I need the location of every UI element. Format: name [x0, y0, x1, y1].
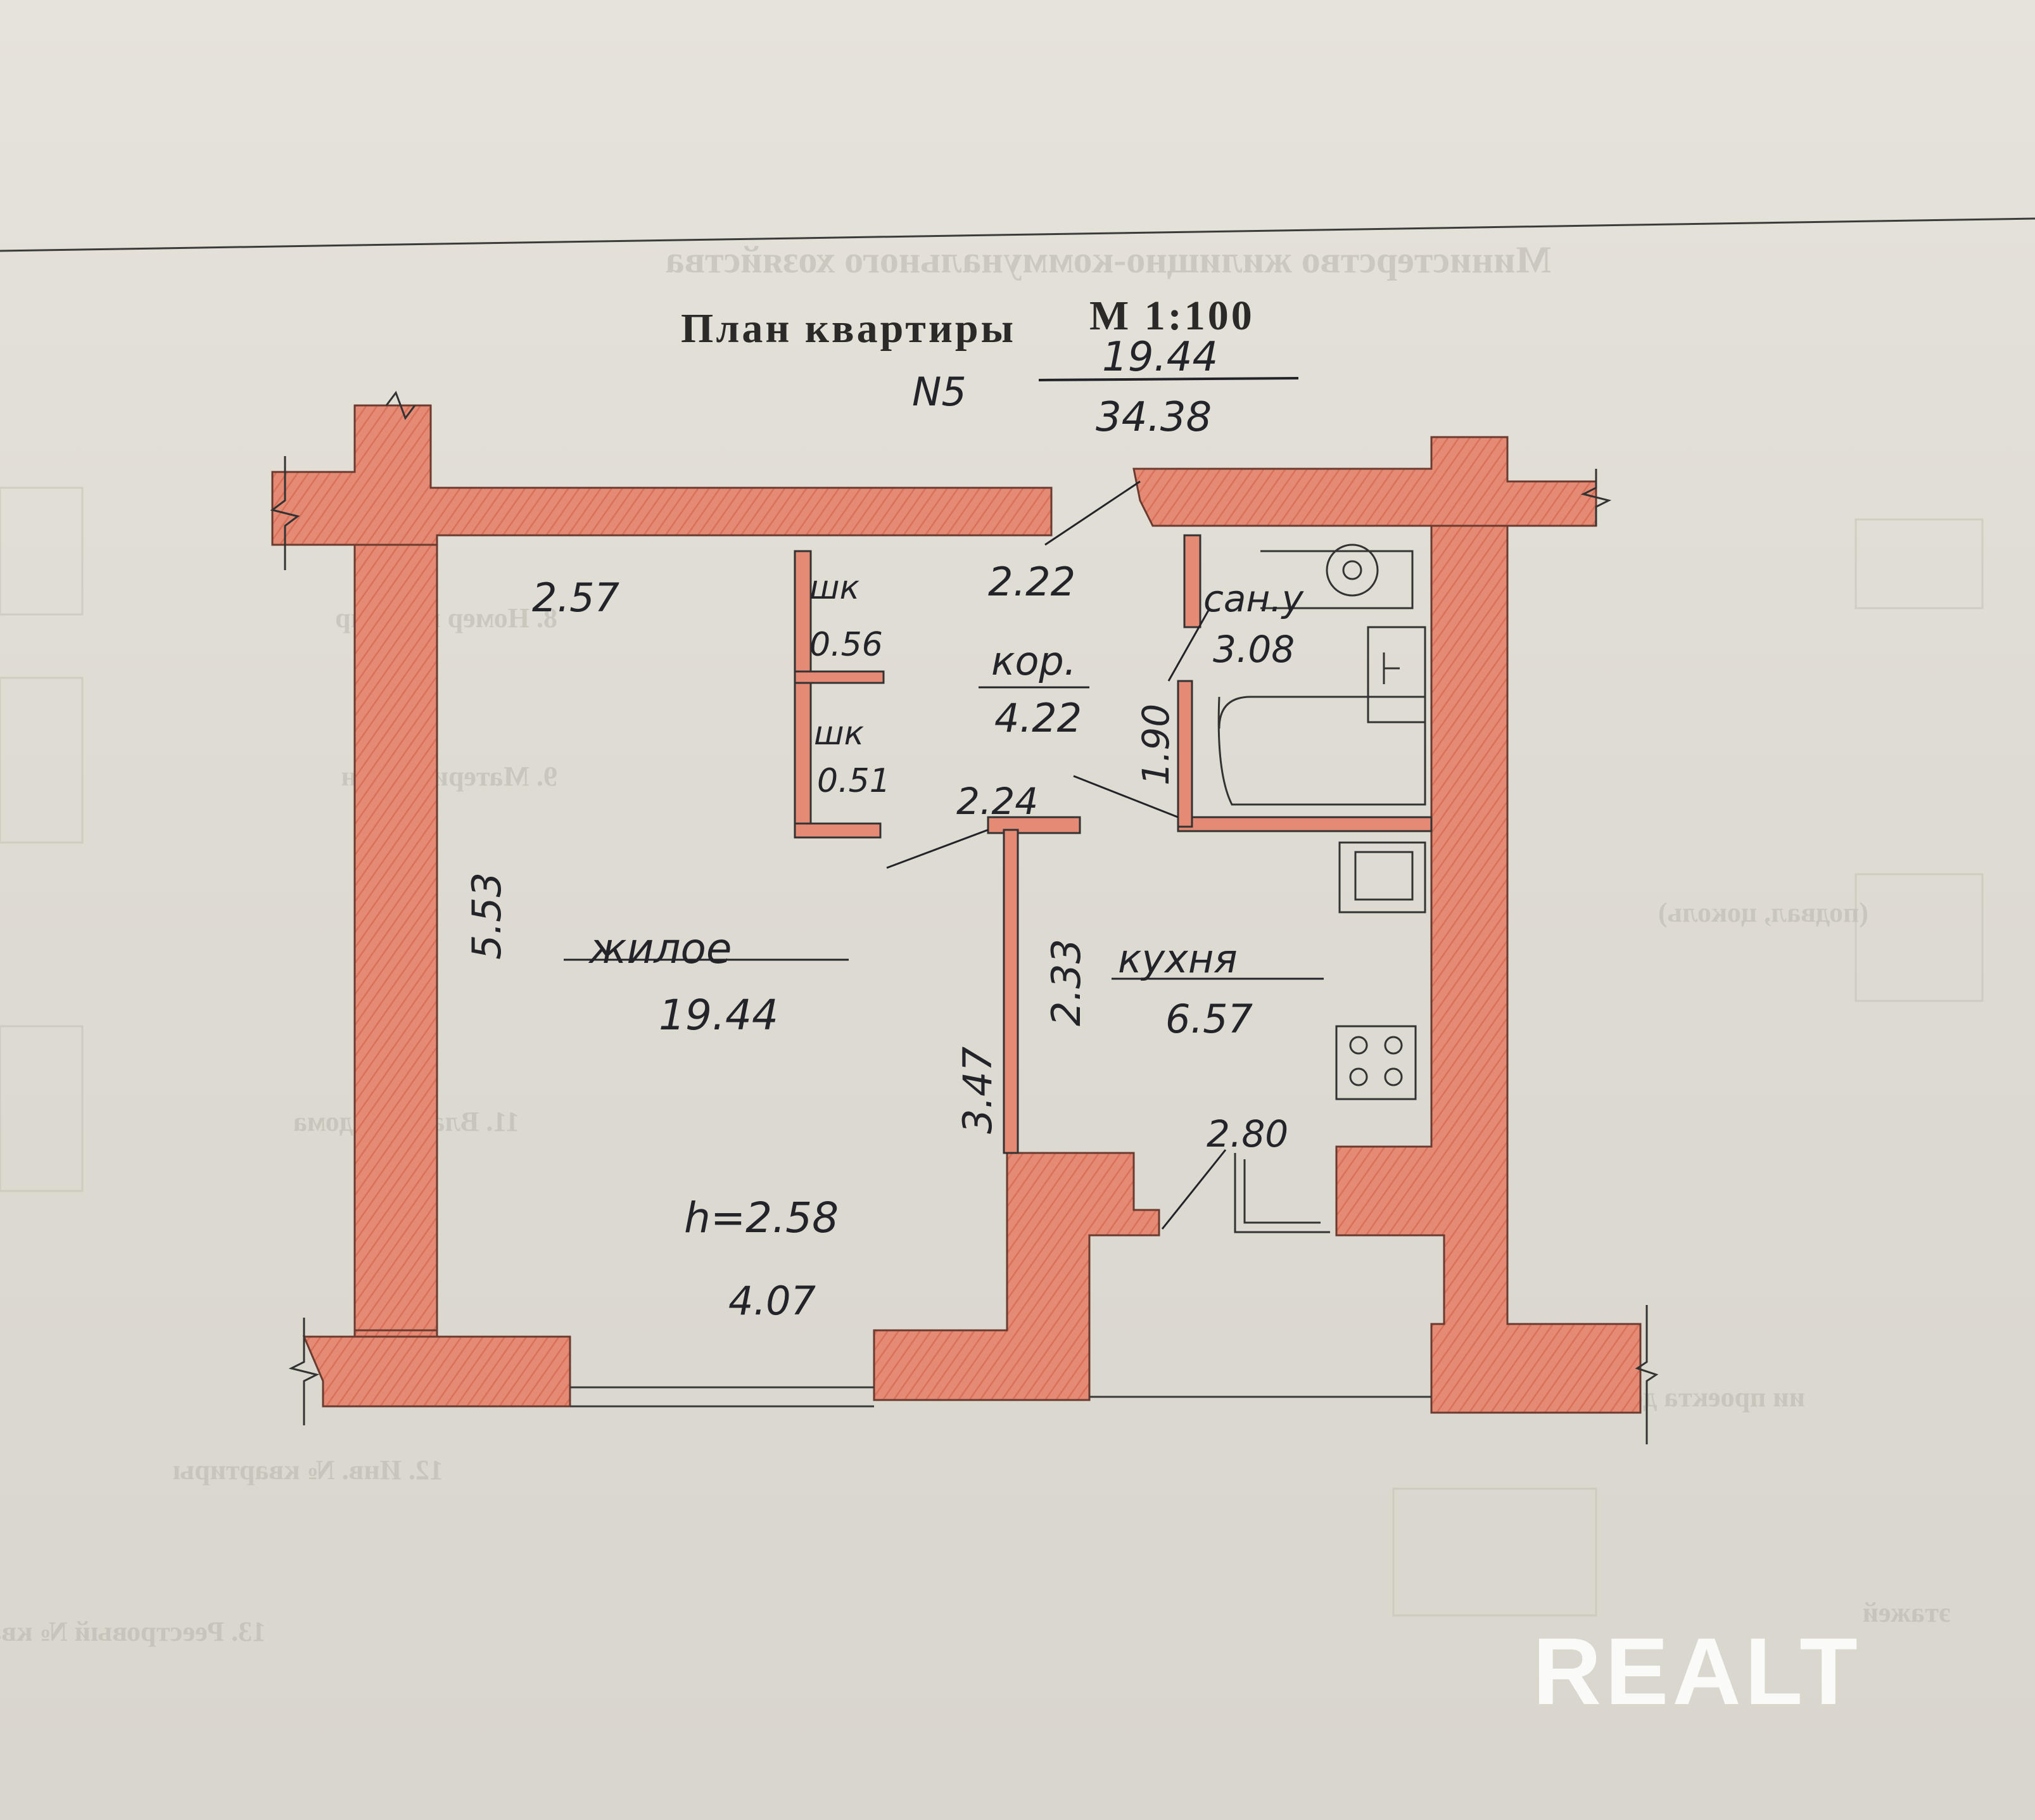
dim-living-width-bottom: 4.07	[728, 1278, 816, 1324]
break-marks	[270, 390, 1659, 1444]
windows	[570, 1386, 1431, 1408]
form-line-5: 13. Реестровый № квартиры	[0, 1616, 266, 1647]
apartment-number: N5	[912, 369, 967, 415]
form-right-3: этажей	[1863, 1597, 1951, 1628]
kitchen-niche	[1234, 1153, 1330, 1233]
dim-living-depth: 5.53	[464, 872, 510, 960]
kitchen-name: кухня	[1118, 936, 1238, 982]
bathroom-area: 3.08	[1213, 628, 1295, 671]
walls	[271, 404, 1642, 1414]
closet2-name: шк	[814, 715, 865, 753]
partitions	[794, 534, 1433, 1154]
dim-kitchen-width: 2.80	[1207, 1112, 1288, 1155]
dim-corridor-width: 2.22	[988, 559, 1075, 605]
area-total: 34.38	[1096, 394, 1212, 441]
plan-scale: М 1:100	[1089, 293, 1255, 339]
form-right-1: (подвал, цоколь)	[1658, 897, 1868, 928]
ceiling-height: h=2.58	[684, 1193, 839, 1242]
dim-kitchen-depth: 2.33	[1043, 939, 1089, 1026]
leader-lines	[564, 480, 1324, 1230]
corridor-name: кор.	[991, 638, 1076, 684]
bathtub-icon	[1217, 696, 1426, 806]
fold-line	[0, 217, 2035, 252]
dim-living-inner: 3.47	[954, 1047, 1001, 1134]
fixtures	[1217, 544, 1426, 1233]
dim-bath-depth: 1.90	[1134, 704, 1177, 786]
form-header: Министерство жилищно-коммунального хозяй…	[666, 239, 1552, 281]
sink-icon	[1367, 626, 1426, 723]
background-form: Министерство жилищно-коммунального хозяй…	[0, 239, 1984, 1647]
kitchen-area: 6.57	[1165, 996, 1253, 1042]
stove-icon	[1335, 1025, 1417, 1100]
living-area: 19.44	[659, 991, 778, 1040]
closet2-area: 0.51	[817, 762, 891, 800]
closet1-name: шк	[809, 569, 860, 607]
area-living-total: 19.44	[1102, 334, 1218, 381]
kitchen-sink-icon	[1338, 841, 1426, 913]
dim-living-width-top: 2.57	[532, 575, 619, 621]
fraction-line	[1038, 377, 1299, 381]
living-name: жилое	[588, 924, 732, 973]
plan-title: План квартиры	[681, 305, 1016, 352]
corridor-area: 4.22	[994, 695, 1082, 741]
dim-corridor-lower: 2.24	[956, 780, 1038, 823]
closet1-area: 0.56	[809, 626, 883, 664]
form-line-4: 12. Инв. № квартиры	[173, 1454, 443, 1486]
bathroom-name: сан.у	[1203, 577, 1304, 620]
realt-watermark-logo: REALT	[1533, 1618, 1861, 1724]
room-labels: 2.57 2.22 шк 0.56 шк 0.51 кор. 4.22 сан.…	[464, 559, 1304, 1324]
